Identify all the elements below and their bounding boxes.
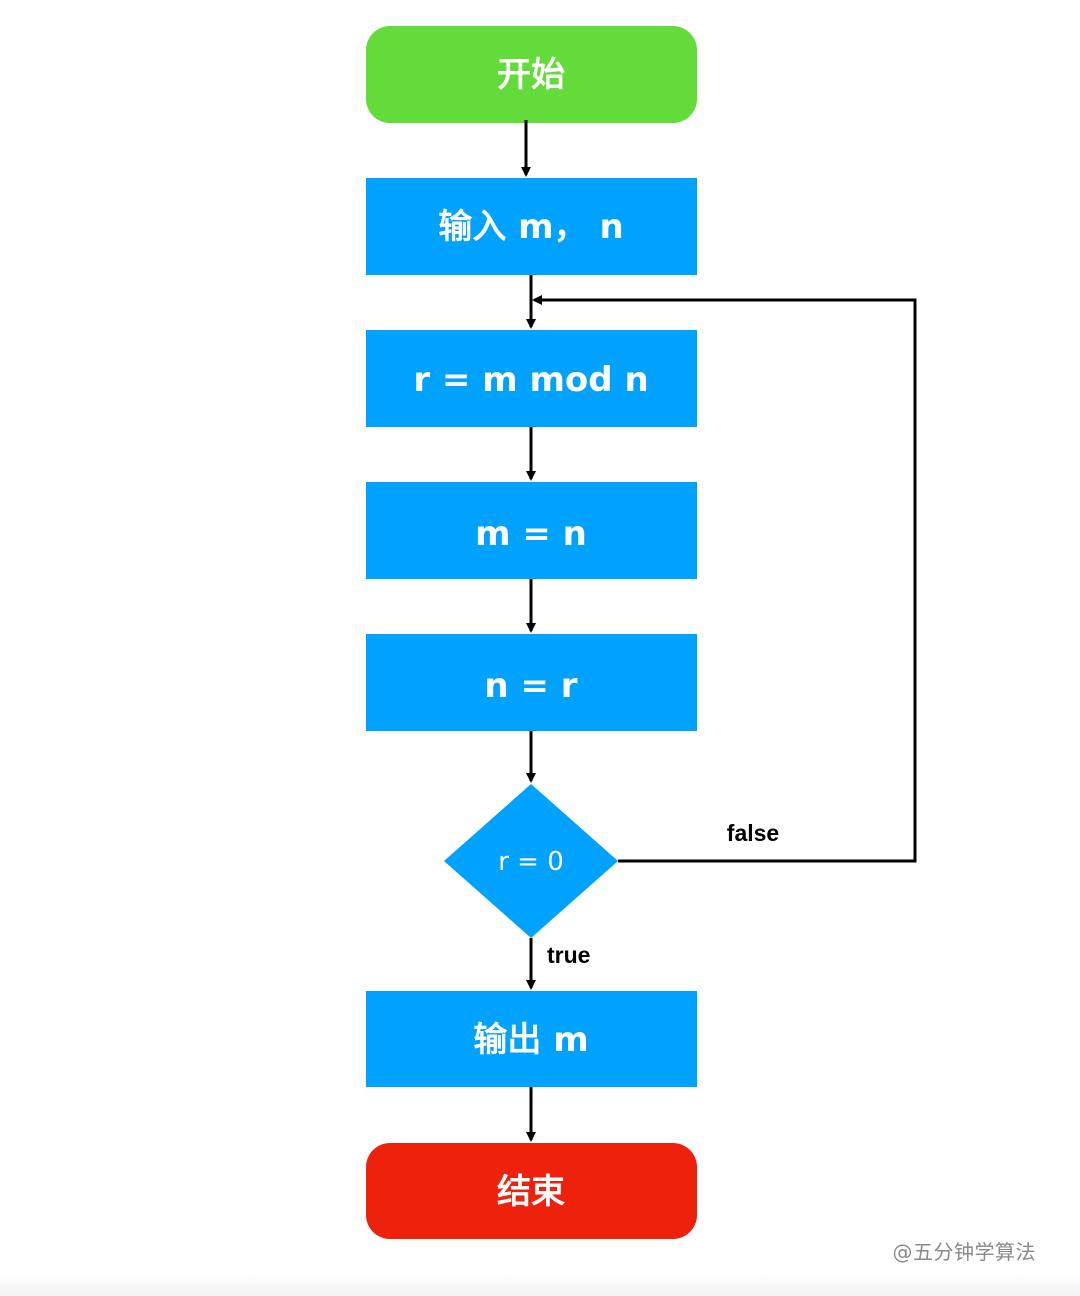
true-edge-label: true: [547, 942, 590, 968]
bottom-band: [0, 1274, 1080, 1296]
start-shape: [366, 26, 697, 123]
input-node: 输入 m， n: [366, 178, 697, 275]
decision-shape: [444, 784, 618, 938]
input-shape: [366, 178, 697, 275]
remainder-node: r = m mod n: [366, 330, 697, 427]
end-label: 结束: [497, 1172, 565, 1212]
decision-label: r = 0: [498, 847, 564, 877]
assign-m-shape: [366, 482, 697, 579]
output-label: 输出 m: [473, 1020, 588, 1060]
assign-n-shape: [366, 634, 697, 731]
watermark-text: @五分钟学算法: [892, 1240, 1036, 1264]
assign-n-node: n = r: [366, 634, 697, 731]
output-shape: [366, 991, 697, 1087]
start-node: 开始: [366, 26, 697, 123]
assign-m-label: m = n: [475, 514, 587, 554]
end-shape: [366, 1143, 697, 1239]
false-edge-label: false: [727, 820, 779, 846]
remainder-shape: [366, 330, 697, 427]
decision-node: r = 0: [444, 784, 618, 938]
start-label: 开始: [497, 55, 565, 95]
output-node: 输出 m: [366, 991, 697, 1087]
end-node: 结束: [366, 1143, 697, 1239]
remainder-label: r = m mod n: [413, 360, 648, 400]
assign-n-label: n = r: [484, 666, 577, 706]
assign-m-node: m = n: [366, 482, 697, 579]
input-label: 输入 m， n: [438, 207, 623, 247]
arrow-false-loop: [532, 295, 917, 863]
